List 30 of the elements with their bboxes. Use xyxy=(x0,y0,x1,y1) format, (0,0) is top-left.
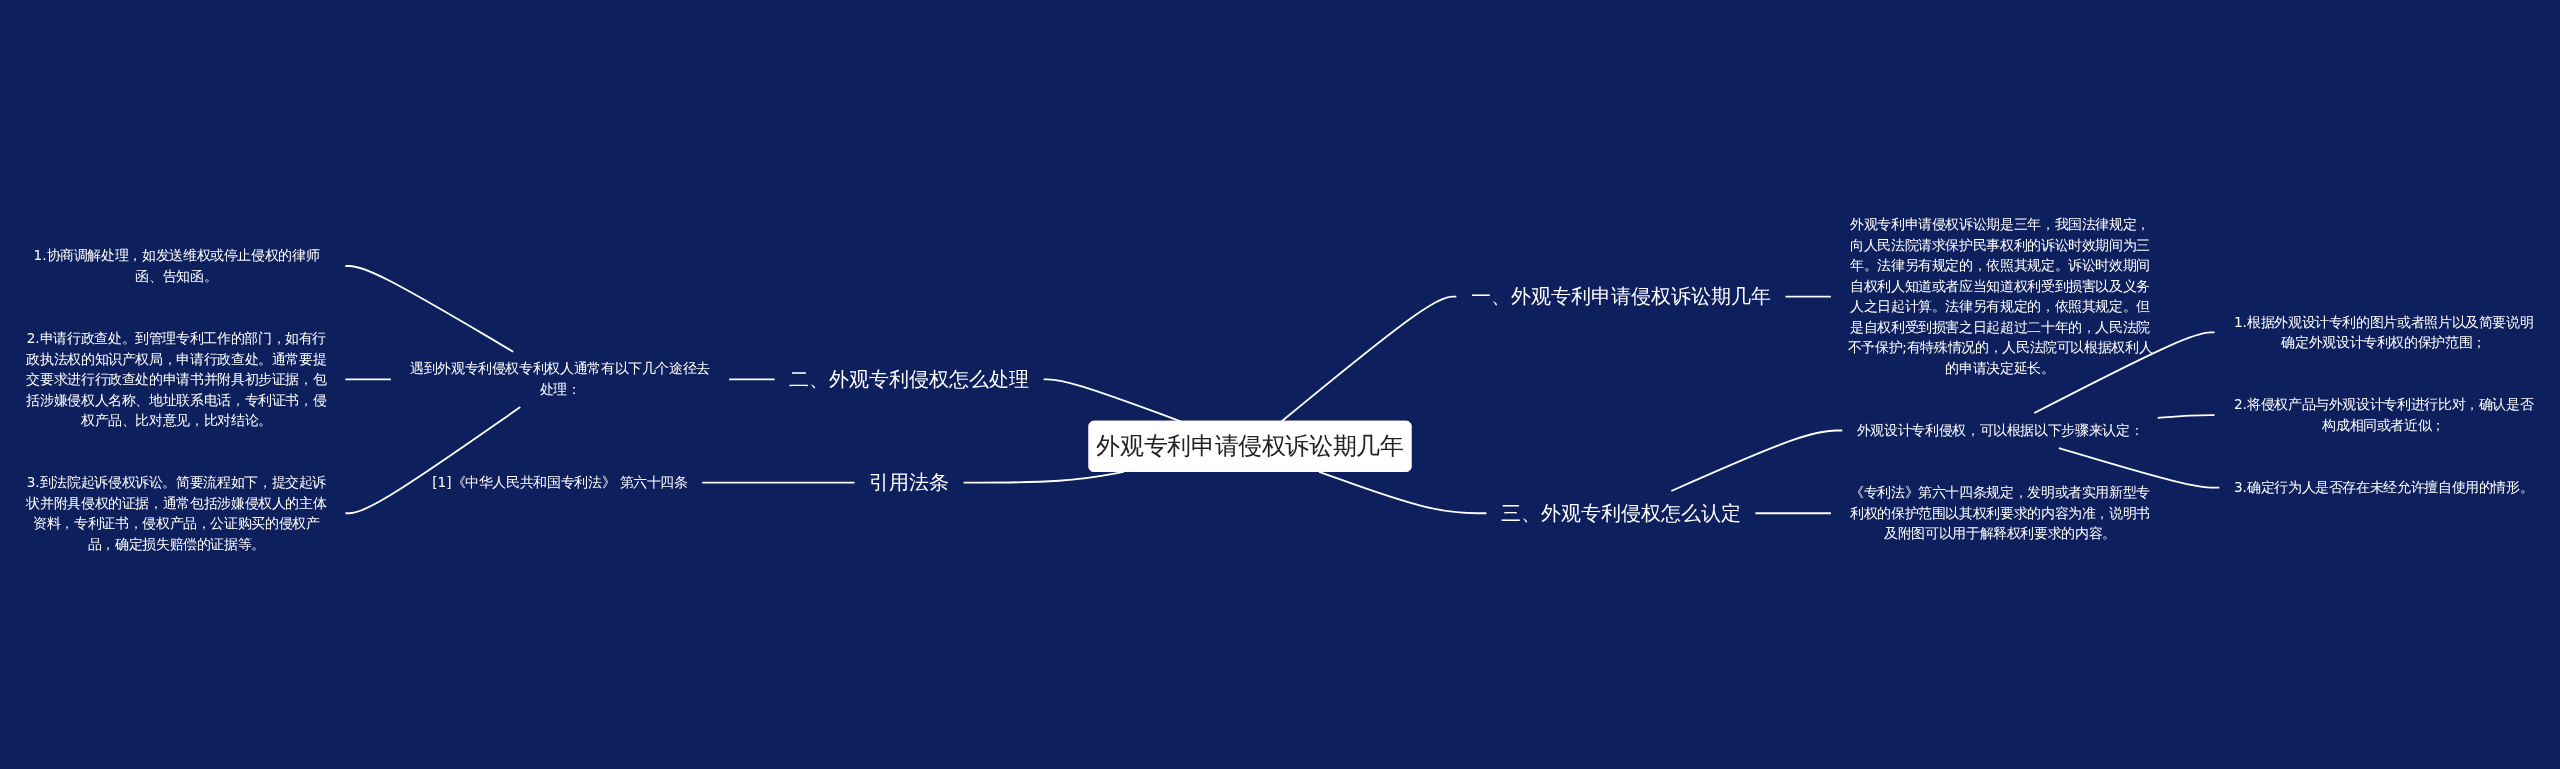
connector xyxy=(728,378,776,381)
node-text: 外观专利申请侵权诉讼期是三年，我国法律规定，向人民法院请求保护民事权利的诉讼时效期间为三年。法律另有规定的，依照其规定。诉讼时效期间自权利人知道或者应当知道权利受到损害以及义务人之日起计算。法律另有规定的，依照其规定。但是自权利受到损害之日起超过二十年的，人民法院不予保护;有特殊情况的，人民法院可以根据权利人的申请决定延长。 xyxy=(1847,216,2153,377)
node-text: 引用法条 xyxy=(869,471,950,494)
connector xyxy=(701,481,856,484)
connector xyxy=(344,406,522,515)
connector xyxy=(1670,429,1844,492)
node-text: 一、外观专利申请侵权诉讼期几年 xyxy=(1470,285,1771,309)
connector xyxy=(2033,331,2216,414)
node-text: 1.协商调解处理，如发送维权或停止侵权的律师函、告知函。 xyxy=(33,247,320,285)
connector xyxy=(1280,295,1458,423)
connector xyxy=(2057,447,2221,489)
connector xyxy=(1784,295,1832,298)
connector xyxy=(344,378,392,381)
node-text: 外观设计专利侵权，可以根据以下步骤来认定： xyxy=(1856,422,2144,439)
connector xyxy=(1318,470,1488,515)
connector xyxy=(962,470,1125,484)
node-text: 3.确定行为人是否存在未经允许擅自使用的情形。 xyxy=(2233,479,2534,496)
connector xyxy=(344,265,514,353)
connector xyxy=(1754,512,1832,515)
node-text: 二、外观专利侵权怎么处理 xyxy=(789,368,1030,391)
connector xyxy=(1042,378,1183,423)
node-text: 2.申请行政查处。到管理专利工作的部门，如有行政执法权的知识产权局，申请行政查处。通常要提交要求进行行政查处的申请书并附具初步证据，包括涉嫌侵权人名称、地址联系电话，专利证书，侵权产品、比对意见，比对结论。 xyxy=(26,330,327,429)
node-text: 2.将侵权产品与外观设计专利进行比对，确认是否构成相同或者近似； xyxy=(2233,396,2534,434)
node-text: 遇到外观专利侵权专利权人通常有以下几个途径去处理： xyxy=(410,360,710,398)
node-text: 三、外观专利侵权怎么认定 xyxy=(1500,501,1741,525)
node-text: [1]《中华人民共和国专利法》 第六十四条 xyxy=(432,474,688,491)
node-text: 1.根据外观设计专利的图片或者照片以及简要说明确定外观设计专利权的保护范围； xyxy=(2233,313,2534,351)
node-text: 3.到法院起诉侵权诉讼。简要流程如下，提交起诉状并附具侵权的证据，通常包括涉嫌侵权人的主体资料，专利证书，侵权产品，公证购买的侵权产品，确定损失赔偿的证据等。 xyxy=(26,474,327,552)
node-text: 《专利法》第六十四条规定，发明或者实用新型专利权的保护范围以其权利要求的内容为准，说明书及附图可以用于解释权利要求的内容。 xyxy=(1850,484,2150,542)
connector xyxy=(2156,414,2216,419)
